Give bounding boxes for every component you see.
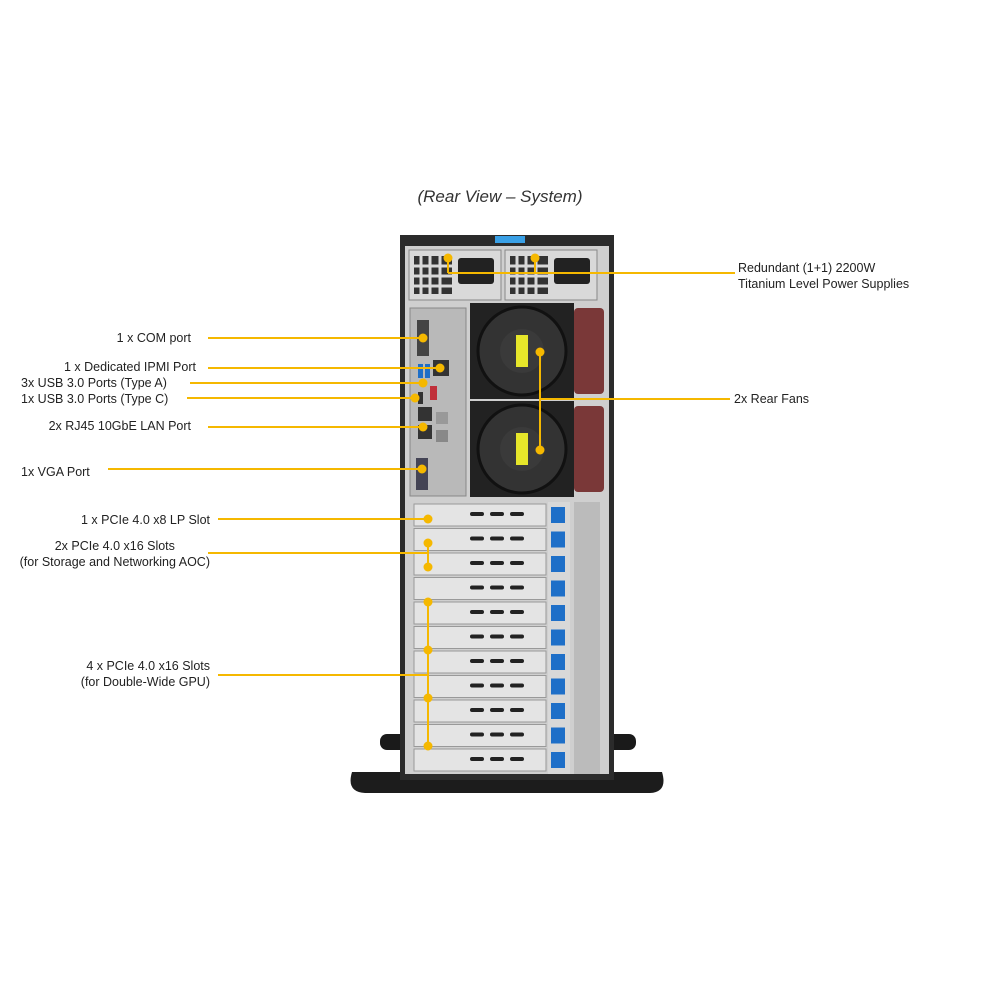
vent-slot [470,610,484,614]
slot-latch [551,752,565,768]
vent-slot [510,659,524,663]
slot-latch [551,678,565,695]
callout-dots [410,253,545,751]
vent-slot [490,585,504,590]
vent-slot [470,634,484,639]
vent-slot [510,634,524,639]
slot-latch [551,531,565,548]
vent-slot [490,708,504,712]
vent-slot [490,659,504,663]
vent-slot [490,610,504,614]
vga-port [416,458,428,490]
label-usb-type-a: 3x USB 3.0 Ports (Type A) [21,376,167,390]
vent-slot [490,536,504,541]
label-pcie-x8: 1 x PCIe 4.0 x8 LP Slot [80,513,210,527]
label-pcie-gpu-line1: 4 x PCIe 4.0 x16 Slots [86,659,210,673]
power-supply-2 [504,249,598,301]
slot-latches [551,507,565,768]
callout-lines [108,258,735,748]
label-power-supplies: Redundant (1+1) 2200W Titanium Level Pow… [738,260,909,292]
vent-slot [510,757,524,761]
vent-slot [490,757,504,761]
vent-slot [470,659,484,663]
vent-slot [470,683,484,688]
label-pcie-gpu-line2: (for Double-Wide GPU) [80,675,210,689]
label-vga-port: 1x VGA Port [21,465,90,479]
slot-latch [551,629,565,646]
vent-slot [510,585,524,590]
label-psu-line2: Titanium Level Power Supplies [738,277,910,291]
vent-slot [510,512,524,516]
vent-slot [490,683,504,688]
vent-slot [470,585,484,590]
label-pcie-storage-line1: 2x PCIe 4.0 x16 Slots [54,539,175,553]
vent-slot [470,757,484,761]
label-ipmi-port: 1 x Dedicated IPMI Port [63,360,196,374]
power-supply-1 [408,249,502,301]
vent-slot [470,732,484,737]
vent-slot [470,708,484,712]
label-pcie-storage: 2x PCIe 4.0 x16 Slots (for Storage and N… [20,538,210,570]
vent-slot [510,561,524,565]
vent-slot [510,683,524,688]
label-pcie-storage-line2: (for Storage and Networking AOC) [19,555,210,569]
label-pcie-gpu: 4 x PCIe 4.0 x16 Slots (for Double-Wide … [81,658,210,690]
vent-slot [490,634,504,639]
slot-latch [551,727,565,744]
slot-latch [551,507,565,523]
rear-fan-2 [470,401,604,497]
label-rear-fans: 2x Rear Fans [734,392,810,406]
label-lan-ports: 2x RJ45 10GbE LAN Port [48,419,191,433]
slot-latch [551,703,565,719]
usb-c-port [418,392,423,404]
vent-slot [510,708,524,712]
vent-slot [490,512,504,516]
pcie-slots [413,503,547,772]
vent-slot [490,561,504,565]
label-usb-type-c: 1x USB 3.0 Ports (Type C) [21,392,169,406]
slot-latch [551,605,565,621]
label-com-port: 1 x COM port [116,331,191,345]
id-led [495,236,525,243]
vent-slot [470,561,484,565]
vent-slot [510,610,524,614]
slot-latch [551,580,565,597]
diagram-title: (Rear View – System) [417,187,583,206]
vent-slot [510,732,524,737]
label-psu-line1: Redundant (1+1) 2200W [738,261,876,275]
rear-fan-1 [470,303,604,399]
vent-slot [470,512,484,516]
slot-latch [551,654,565,670]
slot-latch [551,556,565,572]
vent-slot [510,536,524,541]
vent-slot [470,536,484,541]
vent-slot [490,732,504,737]
